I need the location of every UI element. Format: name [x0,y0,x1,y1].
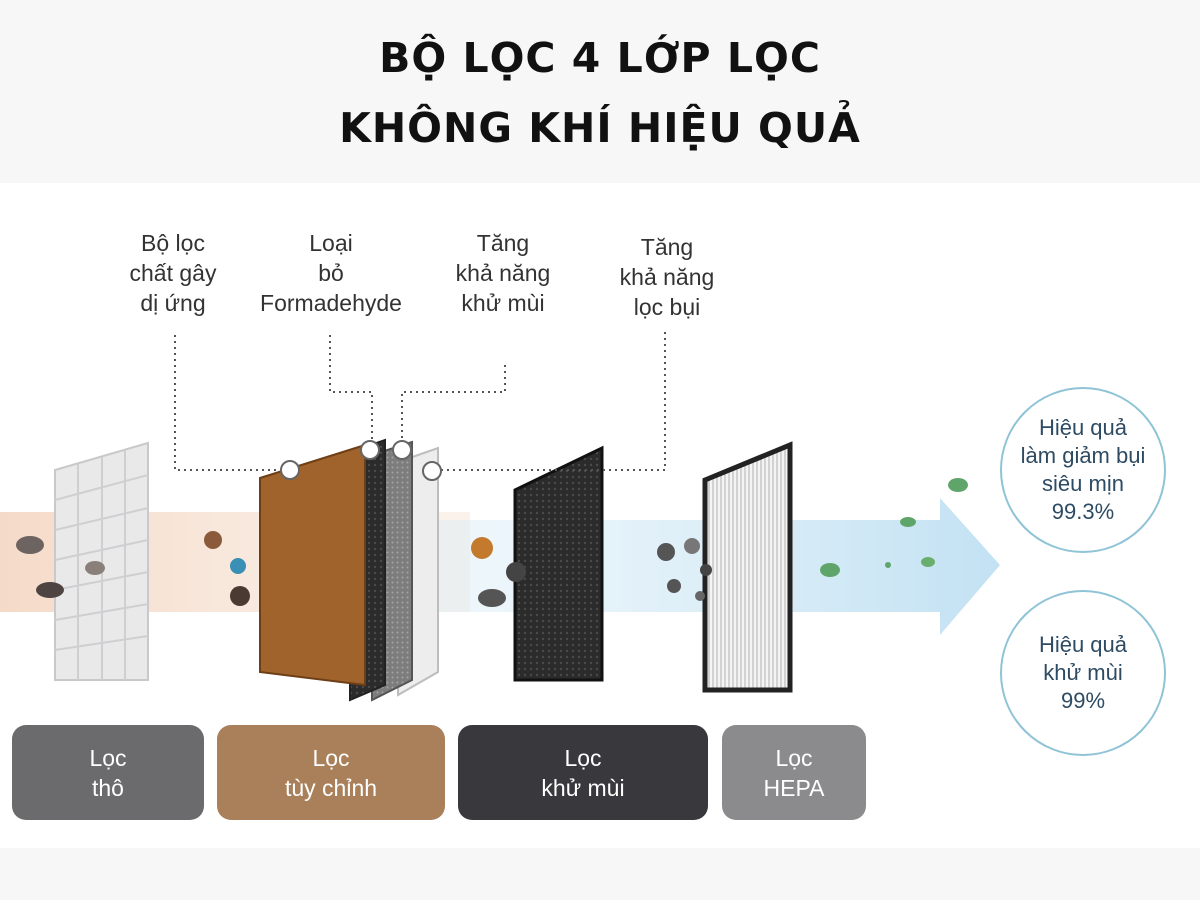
header: BỘ LỌC 4 LỚP LỌC KHÔNG KHÍ HIỆU QUẢ [0,0,1200,183]
pollutant-particles [16,531,712,607]
title-line-1: BỘ LỌC 4 LỚP LỌC [379,34,821,82]
hepa-filter [702,441,793,693]
deodorizing-filter [513,445,604,682]
filter-illustration [0,332,1000,702]
footer-band [0,848,1200,900]
leader-lines [174,332,666,471]
coarse-filter [54,441,149,681]
clean-air-leaves [820,478,968,577]
leader-markers [280,440,442,481]
custom-filter-stack [259,438,439,702]
title-line-2: KHÔNG KHÍ HIỆU QUẢ [339,104,861,152]
